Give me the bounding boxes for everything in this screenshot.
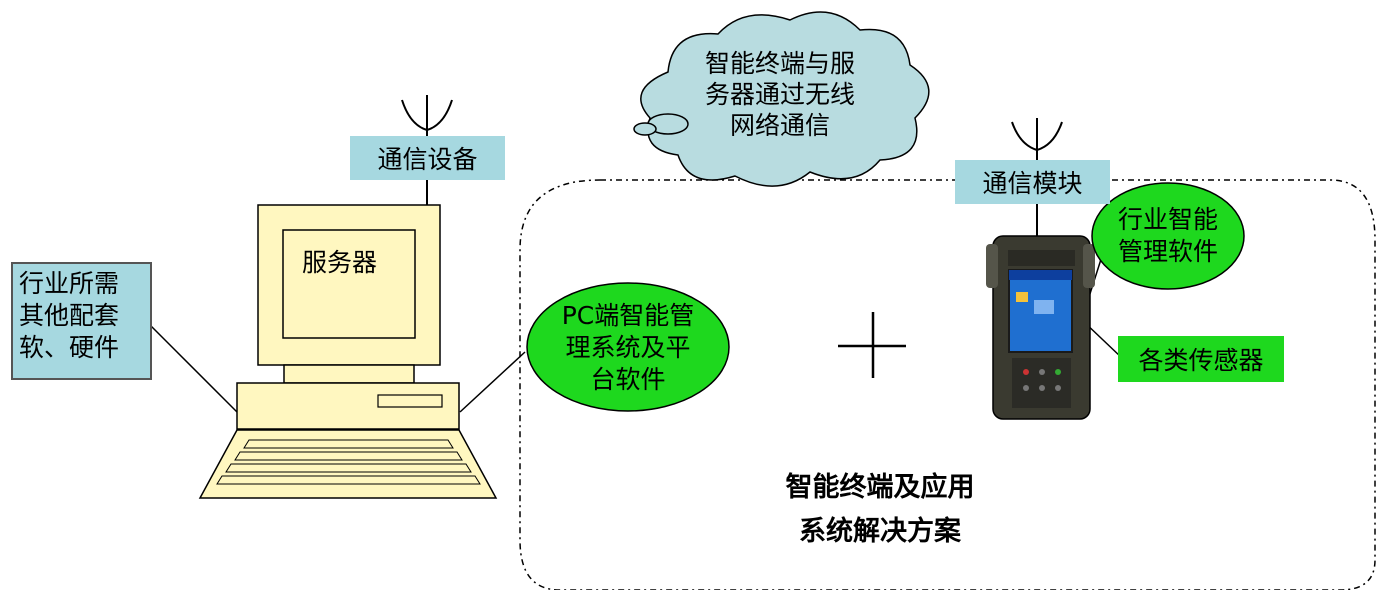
handheld-device-icon	[986, 235, 1095, 420]
cloud-shape	[633, 11, 930, 187]
computer-base-icon	[236, 382, 460, 430]
keyboard-icon	[198, 429, 498, 499]
comm-device-label: 通信设备	[350, 136, 505, 180]
plus-sign-icon	[838, 312, 906, 378]
industry-software-ellipse	[1091, 182, 1245, 290]
comm-module-label: 通信模块	[955, 160, 1110, 204]
solution-caption: 智能终端及应用 系统解决方案	[785, 472, 975, 547]
pc-software-text: PC端智能管 理系统及平 台软件	[561, 301, 695, 394]
server-label: 服务器	[302, 248, 378, 277]
pc-software-ellipse	[526, 282, 730, 412]
industry-software-text: 行业智能 管理软件	[1117, 205, 1218, 266]
monitor-icon	[257, 204, 441, 384]
cloud-text: 智能终端与服 务器通过无线 网络通信	[704, 49, 855, 140]
sensors-label: 各类传感器	[1118, 336, 1284, 382]
industry-hardware-box: 行业所需 其他配套 软、硬件	[11, 262, 152, 380]
